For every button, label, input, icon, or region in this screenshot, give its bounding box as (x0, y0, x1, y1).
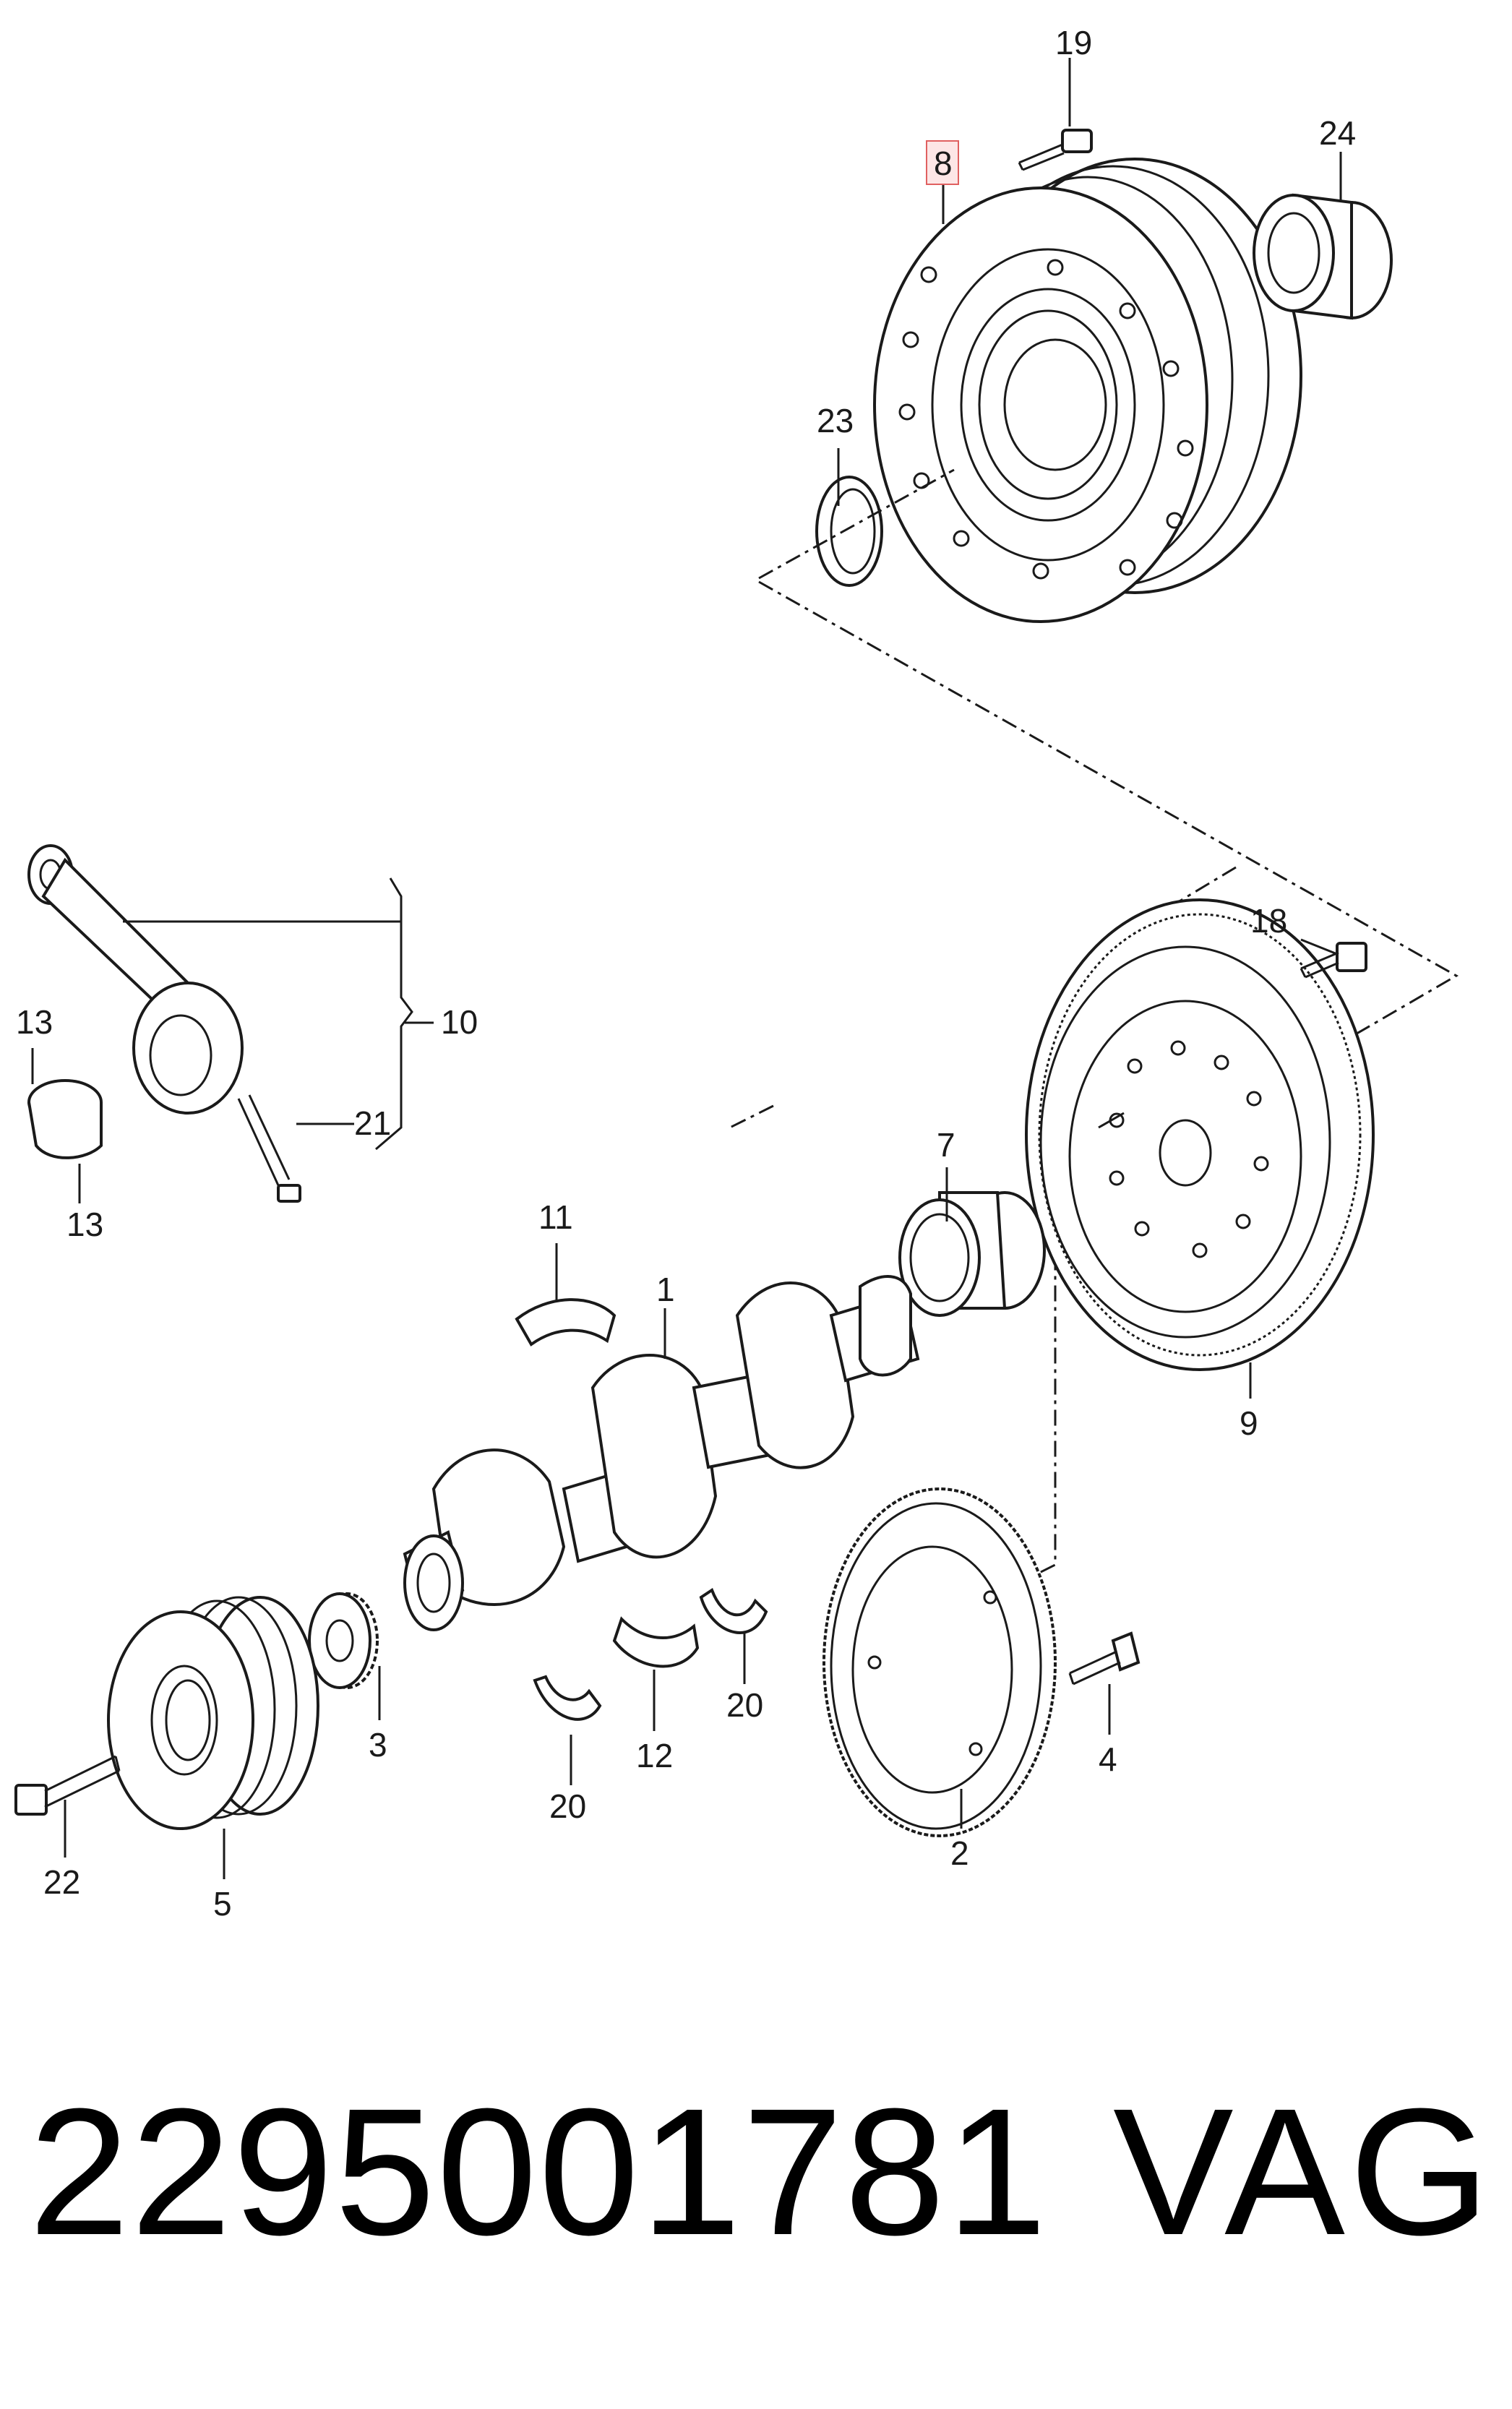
label-part-4: 4 (1099, 1740, 1117, 1778)
label-part-21: 21 (354, 1104, 391, 1142)
footer: 2295001781 VAG (0, 2053, 1512, 2291)
label-part-8: 8 (934, 145, 953, 182)
flywheel-part-9 (1025, 898, 1375, 1371)
bolt-part-21 (237, 1094, 301, 1203)
bolt-part-18 (1300, 942, 1367, 979)
label-part-10: 10 (441, 1003, 478, 1041)
drive-plate-part-2 (822, 1487, 1057, 1837)
bolt-part-4 (1068, 1631, 1141, 1686)
bearing-shell-part-13 (27, 1079, 103, 1159)
label-part-18: 18 (1250, 902, 1287, 940)
sprocket-part-3 (308, 1592, 379, 1689)
label-part-12: 12 (636, 1737, 673, 1774)
dual-mass-flywheel-part-8 (873, 158, 1302, 623)
label-part-2: 2 (950, 1834, 969, 1872)
bearing-shell-part-11 (515, 1298, 617, 1347)
brand-name: VAG (1113, 2071, 1495, 2272)
bearing-part-7 (898, 1191, 1046, 1317)
label-part-24: 24 (1319, 114, 1356, 152)
label-part-9: 9 (1240, 1404, 1258, 1442)
label-part-3: 3 (369, 1726, 387, 1764)
label-part-22: 22 (43, 1863, 80, 1901)
label-part-20-left: 20 (549, 1787, 586, 1825)
thrust-washer-part-20-left (533, 1675, 602, 1721)
leader-lines (31, 58, 1342, 1879)
label-part-13-bottom: 13 (66, 1206, 103, 1243)
bearing-shell-part-12 (612, 1616, 700, 1668)
seal-ring-part-23 (815, 476, 883, 587)
highlight-box-part-8 (926, 140, 959, 185)
label-part-20-right: 20 (726, 1686, 763, 1724)
label-part-1: 1 (656, 1271, 675, 1308)
part-number: 2295001781 (29, 2071, 1049, 2272)
bolt-part-19 (1018, 129, 1093, 171)
pulley-part-5 (107, 1596, 319, 1830)
crankshaft-part-1 (403, 1275, 920, 1631)
bolt-part-22 (14, 1755, 121, 1816)
thrust-washer-part-20-right (699, 1587, 768, 1634)
label-part-13-top: 13 (16, 1003, 53, 1041)
label-part-23: 23 (817, 402, 854, 439)
label-part-11: 11 (538, 1198, 573, 1236)
label-part-7: 7 (937, 1126, 955, 1164)
label-part-5: 5 (213, 1885, 232, 1923)
label-part-19: 19 (1055, 24, 1092, 61)
connecting-rod-part-10 (27, 844, 244, 1115)
needle-bearing-part-24 (1253, 193, 1393, 320)
